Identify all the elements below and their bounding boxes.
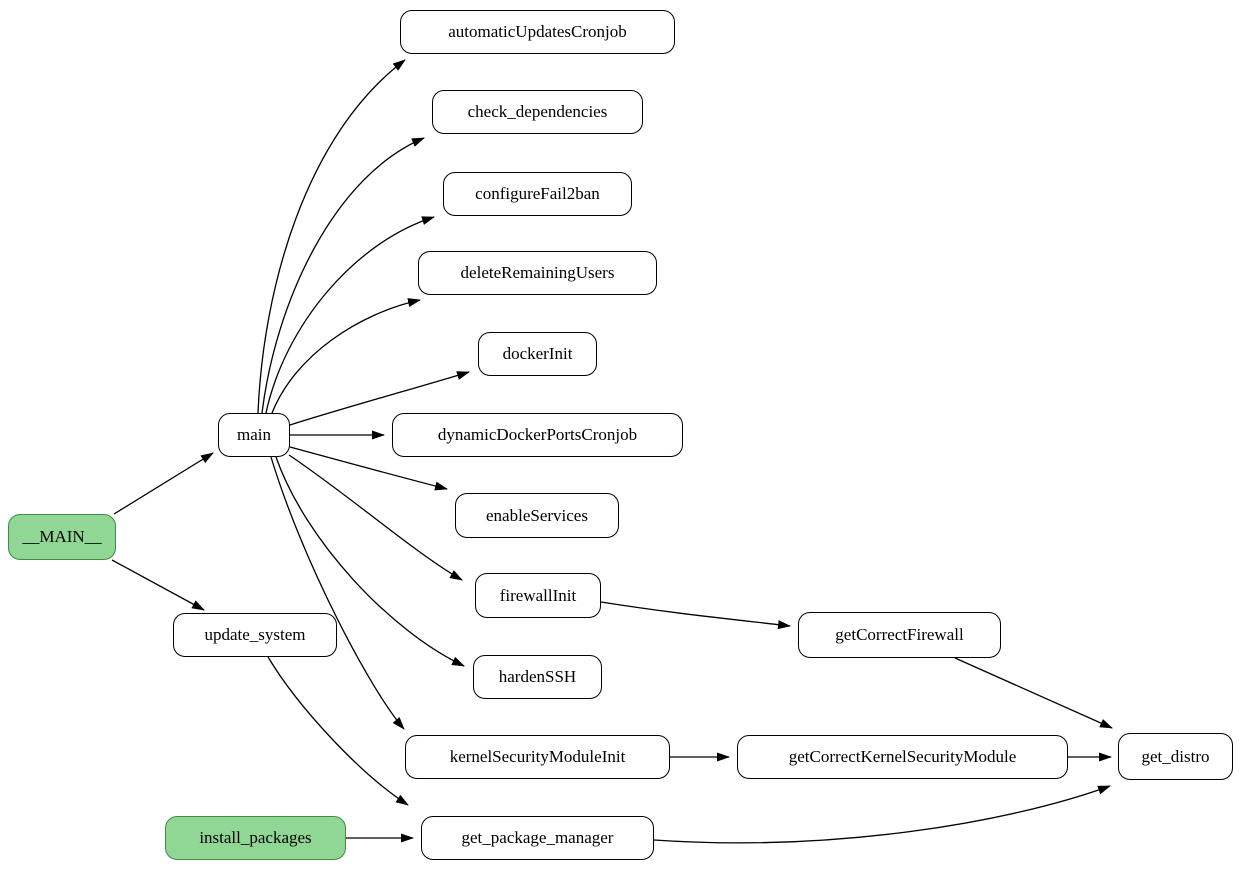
edge-main-to-enableServices xyxy=(289,446,448,491)
node-kernelSecurityModuleInit: kernelSecurityModuleInit xyxy=(405,735,670,779)
node-label: getCorrectFirewall xyxy=(835,625,964,644)
node-check_dependencies: check_dependencies xyxy=(432,90,643,134)
node-label: kernelSecurityModuleInit xyxy=(449,747,626,766)
edge-main-to-check_dependencies xyxy=(261,137,425,414)
edge-__MAIN__-to-main xyxy=(113,452,214,515)
node-dockerInit: dockerInit xyxy=(478,332,597,376)
edge-__MAIN__-to-update_system xyxy=(111,559,205,611)
node-update_system: update_system xyxy=(173,613,337,657)
node-enableServices: enableServices xyxy=(455,493,619,538)
edge-update_system-to-get_package_manager xyxy=(267,656,409,806)
node-install_packages: install_packages xyxy=(165,816,346,860)
node-label: deleteRemainingUsers xyxy=(460,263,615,282)
node-label: dynamicDockerPortsCronjob xyxy=(437,425,638,444)
node-label: install_packages xyxy=(199,828,312,847)
node-label: get_package_manager xyxy=(461,828,614,847)
node-label: enableServices xyxy=(486,505,588,525)
node-getCorrectFirewall: getCorrectFirewall xyxy=(798,612,1001,658)
edge-main-to-kernelSecurityModuleInit xyxy=(270,456,405,730)
edge-firewallInit-to-getCorrectFirewall xyxy=(600,601,791,630)
edge-main-to-firewallInit xyxy=(288,454,463,581)
edge-main-to-dockerInit xyxy=(289,371,470,426)
node-label: __MAIN__ xyxy=(22,527,102,546)
node-label: configureFail2ban xyxy=(475,184,600,203)
edge-main-to-hardenSSH xyxy=(275,456,465,667)
edges-group xyxy=(111,59,1113,844)
node-label: firewallInit xyxy=(499,585,577,605)
edge-main-to-deleteRemainingUsers xyxy=(271,298,421,414)
edge-get_package_manager-to-get_distro xyxy=(653,785,1111,844)
edge-getCorrectFirewall-to-get_distro xyxy=(954,657,1113,729)
node-label: update_system xyxy=(204,625,306,644)
node-hardenSSH: hardenSSH xyxy=(473,655,602,699)
node-__MAIN__: __MAIN__ xyxy=(8,514,116,560)
edge-main-to-configureFail2ban xyxy=(265,216,435,414)
node-get_package_manager: get_package_manager xyxy=(421,816,654,860)
node-deleteRemainingUsers: deleteRemainingUsers xyxy=(418,251,657,295)
node-configureFail2ban: configureFail2ban xyxy=(443,172,632,216)
node-label: check_dependencies xyxy=(467,102,608,121)
node-label: hardenSSH xyxy=(498,667,577,686)
node-main: main xyxy=(218,413,290,457)
node-get_distro: get_distro xyxy=(1118,733,1233,780)
node-label: automaticUpdatesCronjob xyxy=(448,22,627,41)
node-getCorrectKernelSecurityModule: getCorrectKernelSecurityModule xyxy=(737,735,1068,779)
node-firewallInit: firewallInit xyxy=(475,573,601,618)
edge-main-to-automaticUpdatesCronjob xyxy=(257,59,406,414)
node-automaticUpdatesCronjob: automaticUpdatesCronjob xyxy=(400,10,675,54)
node-label: dockerInit xyxy=(502,344,573,363)
node-dynamicDockerPortsCronjob: dynamicDockerPortsCronjob xyxy=(392,413,683,457)
node-label: getCorrectKernelSecurityModule xyxy=(788,747,1017,766)
node-label: get_distro xyxy=(1141,746,1210,766)
node-label: main xyxy=(237,425,271,444)
